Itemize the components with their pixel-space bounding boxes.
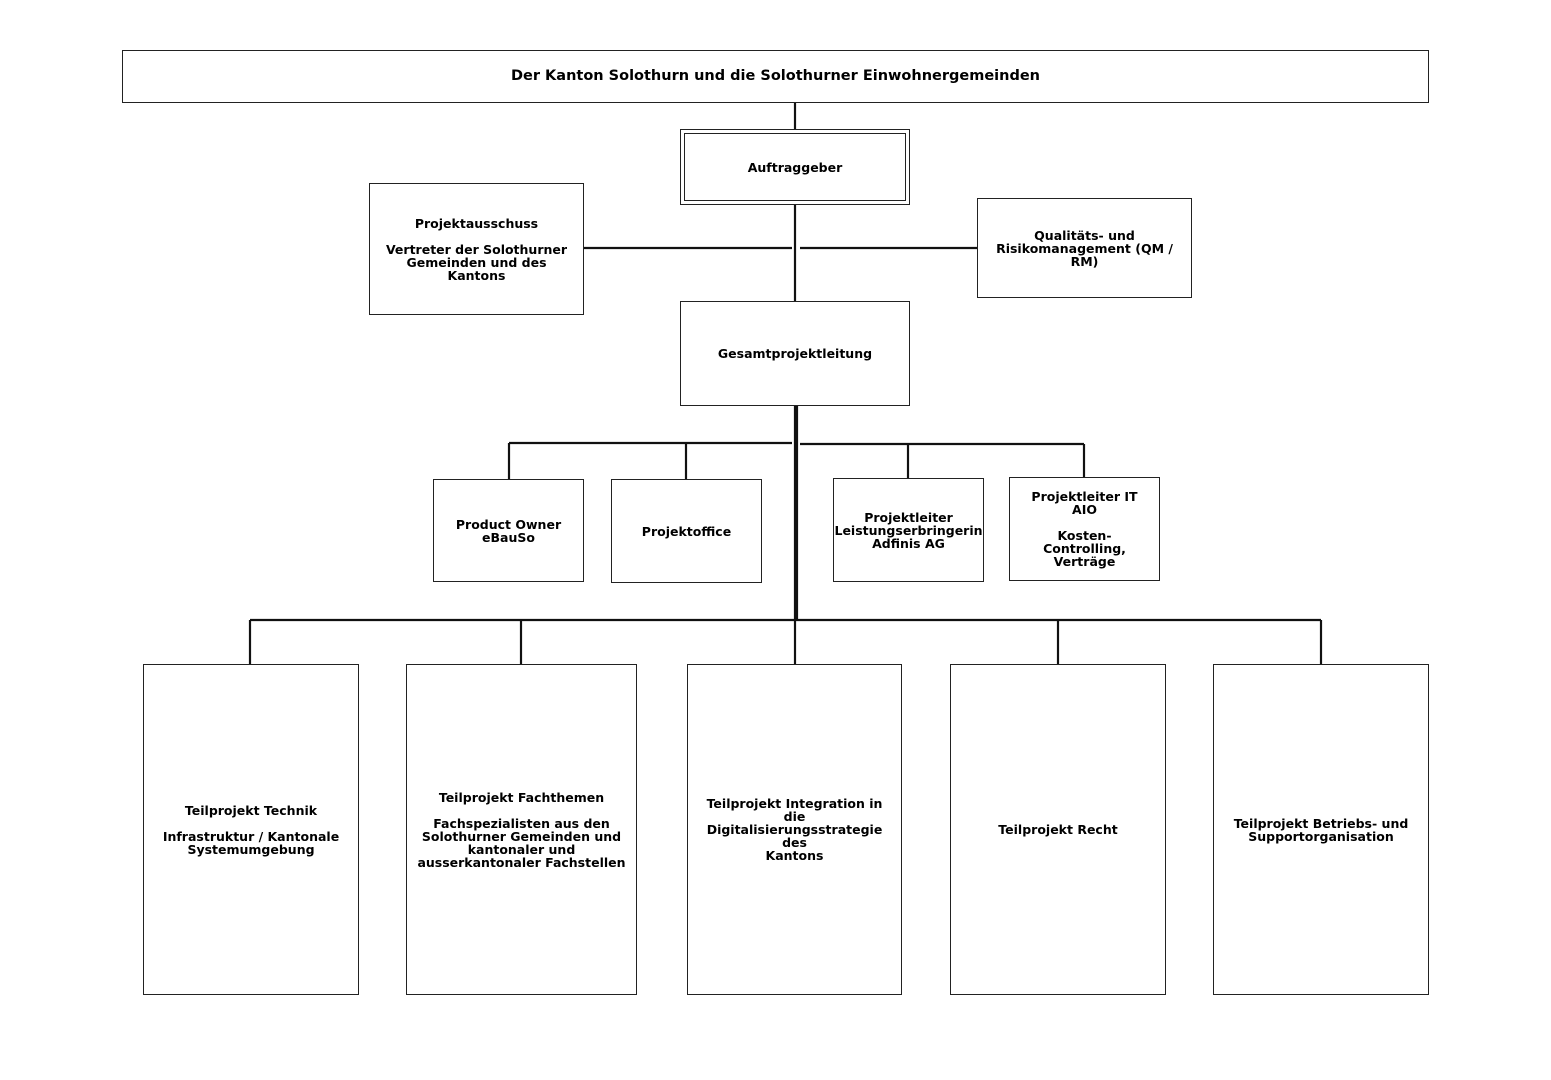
teilprojekt-technik-subtitle: Infrastruktur / Kantonale Systemumgebung	[162, 828, 340, 857]
header-title: Der Kanton Solothurn und die Solothurner…	[510, 68, 1040, 84]
header-box: Der Kanton Solothurn und die Solothurner…	[122, 50, 1429, 103]
teilprojekt-fachthemen-subtitle: Fachspezialisten aus den Solothurner Gem…	[417, 815, 626, 870]
projektausschuss-subtitle: Vertreter der Solothurner Gemeinden und …	[385, 241, 568, 283]
qm-rm-box: Qualitäts- und Risikomanagement (QM / RM…	[977, 198, 1192, 298]
projektleiter-it-box: Projektleiter IT AIO Kosten-Controlling,…	[1009, 477, 1160, 581]
teilprojekt-betrieb-box: Teilprojekt Betriebs- und Supportorganis…	[1213, 664, 1429, 995]
projektleiter-leistungserbringerin-title: Projektleiter Leistungserbringerin Adfin…	[834, 509, 983, 551]
product-owner-box: Product Owner eBauSo	[433, 479, 584, 582]
teilprojekt-recht-box: Teilprojekt Recht	[950, 664, 1166, 995]
auftraggeber-inner-frame: Auftraggeber	[684, 133, 906, 201]
projektleiter-it-subtitle: Kosten-Controlling, Verträge	[1043, 528, 1126, 569]
projektausschuss-box: Projektausschuss Vertreter der Solothurn…	[369, 183, 584, 315]
teilprojekt-betrieb-title: Teilprojekt Betriebs- und Supportorganis…	[1233, 815, 1409, 844]
teilprojekt-integration-box: Teilprojekt Integration in die Digitalis…	[687, 664, 902, 995]
teilprojekt-fachthemen-title: Teilprojekt Fachthemen	[438, 789, 605, 805]
gesamtprojektleitung-title: Gesamtprojektleitung	[717, 346, 873, 361]
teilprojekt-technik-box: Teilprojekt Technik Infrastruktur / Kant…	[143, 664, 359, 995]
projektleiter-it-title: Projektleiter IT AIO	[1031, 489, 1138, 517]
qm-rm-title: Qualitäts- und Risikomanagement (QM / RM…	[996, 227, 1173, 269]
projektleiter-leistungserbringerin-box: Projektleiter Leistungserbringerin Adfin…	[833, 478, 984, 582]
teilprojekt-integration-title: Teilprojekt Integration in die Digitalis…	[706, 796, 883, 863]
teilprojekt-fachthemen-box: Teilprojekt Fachthemen Fachspezialisten …	[406, 664, 637, 995]
product-owner-title: Product Owner eBauSo	[455, 516, 562, 545]
projektausschuss-title: Projektausschuss	[414, 215, 539, 231]
gesamtprojektleitung-box: Gesamtprojektleitung	[680, 301, 910, 406]
teilprojekt-recht-title: Teilprojekt Recht	[998, 822, 1118, 837]
projektoffice-title: Projektoffice	[641, 523, 732, 539]
auftraggeber-title: Auftraggeber	[747, 159, 843, 175]
projektoffice-box: Projektoffice	[611, 479, 762, 583]
auftraggeber-box: Auftraggeber	[680, 129, 910, 205]
teilprojekt-technik-title: Teilprojekt Technik	[184, 802, 318, 818]
